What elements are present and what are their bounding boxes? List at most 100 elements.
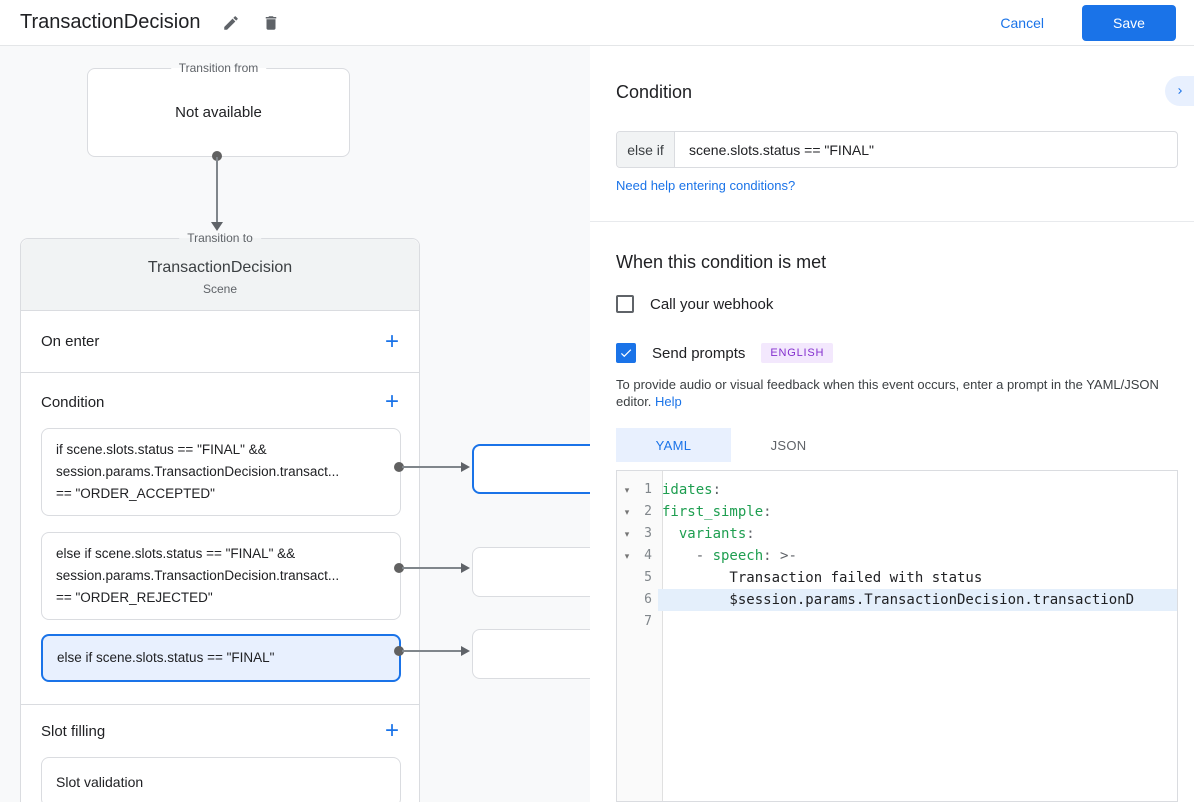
connector-dot — [394, 646, 404, 656]
condition-label: Condition — [41, 393, 105, 411]
condition-input[interactable]: scene.slots.status == "FINAL" — [689, 141, 875, 158]
fold-spacer — [617, 611, 637, 633]
slot-filling-section: Slot filling + Slot validation — [21, 705, 419, 802]
editor-line[interactable]: 5 Transaction failed with status — [617, 567, 1177, 589]
code-text: Transaction failed with status — [662, 570, 983, 586]
transition-to-legend: Transition to — [179, 231, 261, 245]
save-button[interactable]: Save — [1082, 4, 1176, 41]
line-number: 1 — [644, 482, 652, 497]
delete-icon[interactable] — [262, 14, 280, 32]
page-title: TransactionDecision — [20, 11, 201, 33]
condition-text: == "ORDER_ACCEPTED" — [56, 486, 215, 501]
topbar-actions: Cancel Save — [1000, 4, 1194, 41]
editor-line[interactable]: 6 $session.params.TransactionDecision.tr… — [617, 589, 1177, 611]
top-bar: TransactionDecision Cancel Save — [0, 0, 1194, 46]
call-webhook-label: Call your webhook — [650, 295, 774, 313]
condition-item-3-selected[interactable]: else if scene.slots.status == "FINAL" — [41, 634, 401, 682]
conditions-help-link[interactable]: Need help entering conditions? — [616, 178, 796, 193]
code-text: $session.params.TransactionDecision.tran… — [658, 589, 1177, 611]
condition-text: else if scene.slots.status == "FINAL" — [57, 650, 275, 665]
connector-line — [216, 157, 218, 222]
when-condition-heading: When this condition is met — [616, 252, 827, 272]
chevron-right-icon — [1177, 88, 1182, 94]
send-prompts-row: Send prompts ENGLISH — [616, 343, 834, 363]
fold-arrow-icon[interactable]: ▾ — [624, 551, 630, 561]
line-number: 7 — [644, 614, 652, 629]
connector-line — [402, 650, 462, 652]
fold-arrow-icon[interactable]: ▾ — [624, 507, 630, 517]
condition-text: else if scene.slots.status == "FINAL" && — [56, 546, 296, 561]
fold-spacer — [617, 589, 637, 611]
prompt-hint-text: To provide audio or visual feedback when… — [616, 377, 1159, 409]
condition-detail-panel: Condition else if scene.slots.status == … — [590, 46, 1194, 802]
send-prompts-checkbox[interactable] — [616, 343, 636, 363]
edit-icon[interactable] — [222, 14, 240, 32]
condition-editor-row: else if scene.slots.status == "FINAL" — [616, 131, 1178, 168]
transition-from-box: Transition from Not available — [87, 61, 350, 157]
slot-validation-item[interactable]: Slot validation — [41, 757, 401, 802]
connector-dot — [394, 462, 404, 472]
connector-line — [402, 567, 462, 569]
line-number: 2 — [644, 504, 652, 519]
panel-heading: Condition — [616, 82, 693, 102]
slot-validation-label: Slot validation — [56, 774, 144, 790]
code-text: idates: — [662, 482, 722, 498]
editor-line[interactable]: ▾ 1 idates: — [617, 479, 1177, 501]
transition-from-legend: Transition from — [170, 61, 267, 75]
on-enter-section: On enter + — [21, 311, 419, 373]
code-text: first_simple: — [662, 504, 772, 520]
fold-arrow-icon[interactable]: ▾ — [624, 485, 630, 495]
line-number: 4 — [644, 548, 652, 563]
code-lines: ▾ 1 idates: ▾ 2 first_simple: ▾ 3 variants: ▾ 4 -… — [617, 479, 1177, 633]
add-slot-button[interactable]: + — [384, 717, 399, 744]
editor-line[interactable]: ▾ 4 - speech: >- — [617, 545, 1177, 567]
add-condition-button[interactable]: + — [384, 388, 399, 415]
transition-target-node-2[interactable] — [472, 547, 590, 597]
fold-arrow-icon[interactable]: ▾ — [624, 529, 630, 539]
tab-json[interactable]: JSON — [770, 437, 807, 453]
condition-item-2[interactable]: else if scene.slots.status == "FINAL" &&… — [41, 532, 401, 620]
webhook-row: Call your webhook — [616, 295, 773, 313]
code-text: variants: — [678, 526, 755, 542]
connector-dot — [394, 563, 404, 573]
editor-tabs: YAML JSON — [616, 428, 846, 462]
line-number: 3 — [644, 526, 652, 541]
tab-yaml[interactable]: YAML — [616, 428, 731, 462]
line-number: 6 — [644, 592, 652, 607]
condition-text: if scene.slots.status == "FINAL" && — [56, 442, 267, 457]
collapse-panel-button[interactable] — [1165, 76, 1194, 106]
editor-line[interactable]: ▾ 3 variants: — [617, 523, 1177, 545]
editor-line[interactable]: 7 — [617, 611, 1177, 633]
code-text: - speech: >- — [662, 548, 797, 564]
transition-to-card: Transition to TransactionDecision Scene … — [20, 231, 420, 802]
help-link[interactable]: Help — [655, 394, 682, 409]
transition-target-node-1[interactable] — [472, 444, 590, 494]
scene-title: TransactionDecision — [147, 259, 293, 276]
line-number: 5 — [644, 570, 652, 585]
connector-dot — [212, 151, 222, 161]
add-on-enter-button[interactable]: + — [384, 327, 399, 355]
arrow-right-icon — [461, 462, 470, 472]
condition-item-1[interactable]: if scene.slots.status == "FINAL" && sess… — [41, 428, 401, 516]
scene-card-header: TransactionDecision Scene — [21, 239, 419, 311]
fold-spacer — [617, 567, 637, 589]
connector-line — [402, 466, 462, 468]
editor-line[interactable]: ▾ 2 first_simple: — [617, 501, 1177, 523]
scene-subtitle: Scene — [202, 282, 238, 296]
condition-text: == "ORDER_REJECTED" — [56, 590, 213, 605]
slot-filling-label: Slot filling — [41, 722, 106, 740]
condition-text: session.params.TransactionDecision.trans… — [56, 464, 340, 479]
editor-gutter — [617, 471, 663, 801]
send-prompts-label: Send prompts — [652, 344, 746, 362]
yaml-code-editor[interactable]: ▾ 1 idates: ▾ 2 first_simple: ▾ 3 variants: ▾ 4 -… — [616, 470, 1178, 802]
transition-target-node-3[interactable] — [472, 629, 590, 679]
call-webhook-checkbox[interactable] — [616, 295, 634, 313]
code-text — [658, 611, 1177, 633]
condition-text: session.params.TransactionDecision.trans… — [56, 568, 340, 583]
on-enter-label: On enter — [41, 333, 100, 350]
divider — [590, 221, 1194, 222]
condition-section: Condition + if scene.slots.status == "FI… — [21, 373, 419, 705]
arrow-right-icon — [461, 563, 470, 573]
cancel-button[interactable]: Cancel — [1000, 14, 1044, 31]
